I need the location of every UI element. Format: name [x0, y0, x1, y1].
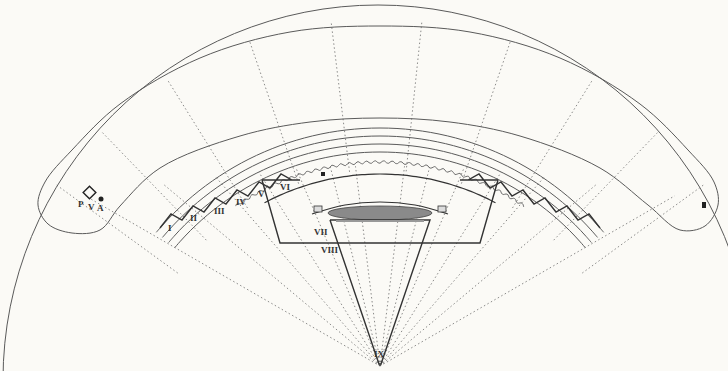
- radial-guide: [406, 22, 422, 171]
- stepped-wall: [460, 174, 600, 228]
- seat-row-arc: [169, 144, 592, 243]
- sight-line: [330, 167, 380, 366]
- callout-label: VI: [280, 183, 290, 192]
- grey-lens: [328, 206, 432, 220]
- callout-label: V: [258, 190, 265, 199]
- sight-line: [216, 177, 380, 366]
- callout-label: IX: [374, 350, 384, 359]
- stage-front: [265, 174, 496, 203]
- callout-label: III: [214, 207, 225, 216]
- callout-label: IV: [236, 198, 246, 207]
- callout-label: P: [78, 200, 84, 209]
- sight-line: [380, 177, 544, 366]
- diamond-symbol: [83, 186, 96, 199]
- marker: [321, 172, 325, 176]
- marker: [702, 202, 706, 208]
- sight-line: [380, 172, 501, 366]
- hill-outline: [38, 26, 719, 234]
- sight-line: [380, 166, 405, 366]
- callout-label: V: [88, 203, 95, 212]
- hatched-block: [314, 206, 322, 212]
- radial-guide: [168, 81, 247, 208]
- stage-outline: [262, 180, 498, 243]
- radial-guide: [461, 42, 510, 184]
- sight-line: [355, 166, 380, 366]
- callout-label: I: [168, 224, 172, 233]
- sight-line: [85, 196, 380, 366]
- wedge: [330, 220, 430, 364]
- wedge-band: [336, 220, 424, 222]
- seat-row-arc: [175, 152, 586, 248]
- radial-guide: [554, 132, 658, 240]
- callout-label: VIII: [321, 246, 338, 255]
- seat-row-arc: [162, 136, 597, 237]
- stepped-wall: [160, 174, 300, 228]
- callout-label: II: [190, 214, 197, 223]
- sight-line: [380, 196, 675, 366]
- sight-line: [380, 169, 464, 366]
- callout-label: VII: [314, 228, 328, 237]
- wavy-wall: [236, 161, 524, 207]
- point-a: [99, 197, 104, 202]
- sight-line: [380, 167, 430, 366]
- sight-line: [259, 172, 380, 366]
- radial-guide: [102, 132, 206, 240]
- hatched-block: [438, 206, 446, 212]
- radial-guide: [512, 81, 591, 208]
- radial-guide: [331, 23, 349, 172]
- outer-circle: [3, 5, 728, 371]
- callout-label: A: [97, 204, 104, 213]
- radial-guide: [250, 42, 299, 184]
